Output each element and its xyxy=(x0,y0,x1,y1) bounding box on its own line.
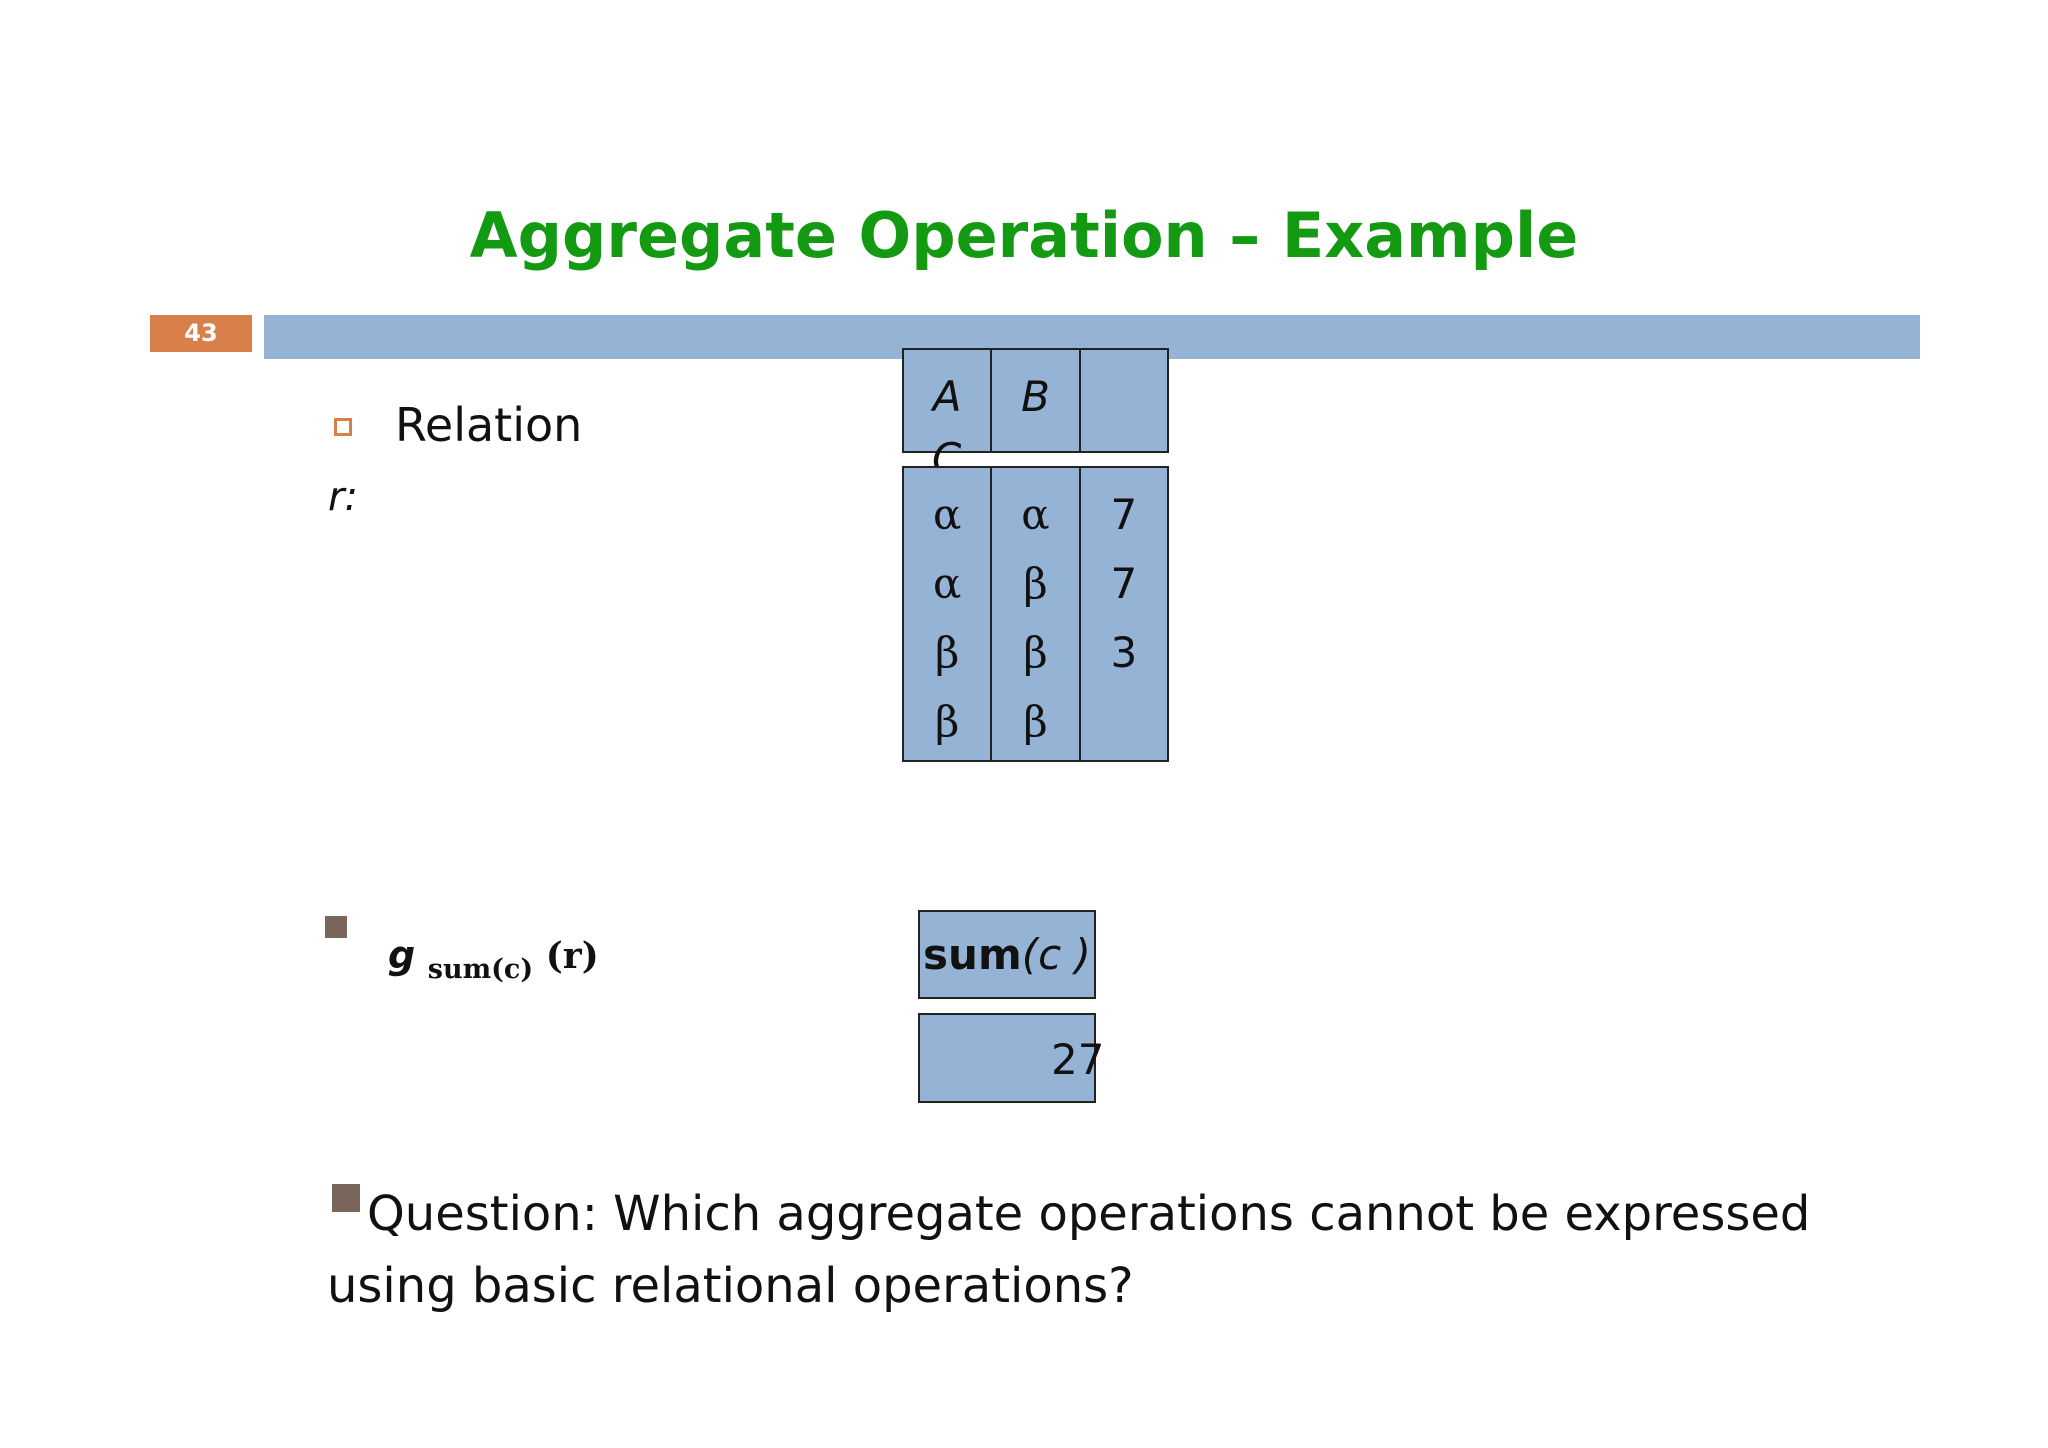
table-cell: β xyxy=(1023,628,1048,677)
table-col-c: 7 7 3 xyxy=(1078,466,1169,762)
table-cell: β xyxy=(1023,559,1048,608)
table-cell: 7 xyxy=(1110,559,1138,608)
table-cell: α xyxy=(932,559,962,608)
solid-square-bullet-icon xyxy=(325,916,347,938)
relation-table-body: α α β β α β β β 7 7 3 xyxy=(902,466,1169,762)
question-line-2: using basic relational operations? xyxy=(327,1258,1134,1314)
result-header-arg: (c ) xyxy=(1021,930,1091,979)
question-text: Question: Which aggregate operations can… xyxy=(327,1178,1927,1322)
table-cell: 3 xyxy=(1110,628,1138,677)
result-value: 27 xyxy=(1051,1035,1105,1084)
header-col-b: B xyxy=(990,348,1081,453)
table-cell: α xyxy=(1021,490,1050,539)
expression-subscript: sum(c) xyxy=(427,954,534,985)
result-header-func: sum xyxy=(923,930,1022,979)
table-cell: β xyxy=(935,697,960,746)
header-cell-b: B xyxy=(1021,372,1050,421)
result-table-value-cell: 27 xyxy=(918,1013,1104,1103)
slide-title: Aggregate Operation – Example xyxy=(469,199,1579,272)
table-cell: β xyxy=(935,628,960,677)
header-col-a: A xyxy=(902,348,993,453)
relation-label: Relation xyxy=(395,398,583,452)
table-cell: 7 xyxy=(1110,490,1138,539)
solid-square-bullet-icon xyxy=(332,1184,360,1212)
hollow-square-bullet-icon xyxy=(334,418,352,436)
expression-g: g xyxy=(388,933,416,977)
question-line-1: Question: Which aggregate operations can… xyxy=(367,1186,1811,1242)
table-col-a: α α β β xyxy=(902,466,993,762)
relation-name: r: xyxy=(328,474,358,520)
expression-argument: (r) xyxy=(545,935,599,977)
table-cell: β xyxy=(1023,697,1048,746)
aggregate-expression: g sum(c) (r) xyxy=(388,932,599,993)
slide-number: 43 xyxy=(150,315,252,352)
header-col-c xyxy=(1078,348,1169,453)
table-col-b: α β β β xyxy=(990,466,1081,762)
table-cell: α xyxy=(932,490,962,539)
result-table-header: sum(c ) xyxy=(918,910,1096,999)
relation-table-header: A B xyxy=(902,348,1169,453)
header-cell-a: A xyxy=(932,372,962,421)
